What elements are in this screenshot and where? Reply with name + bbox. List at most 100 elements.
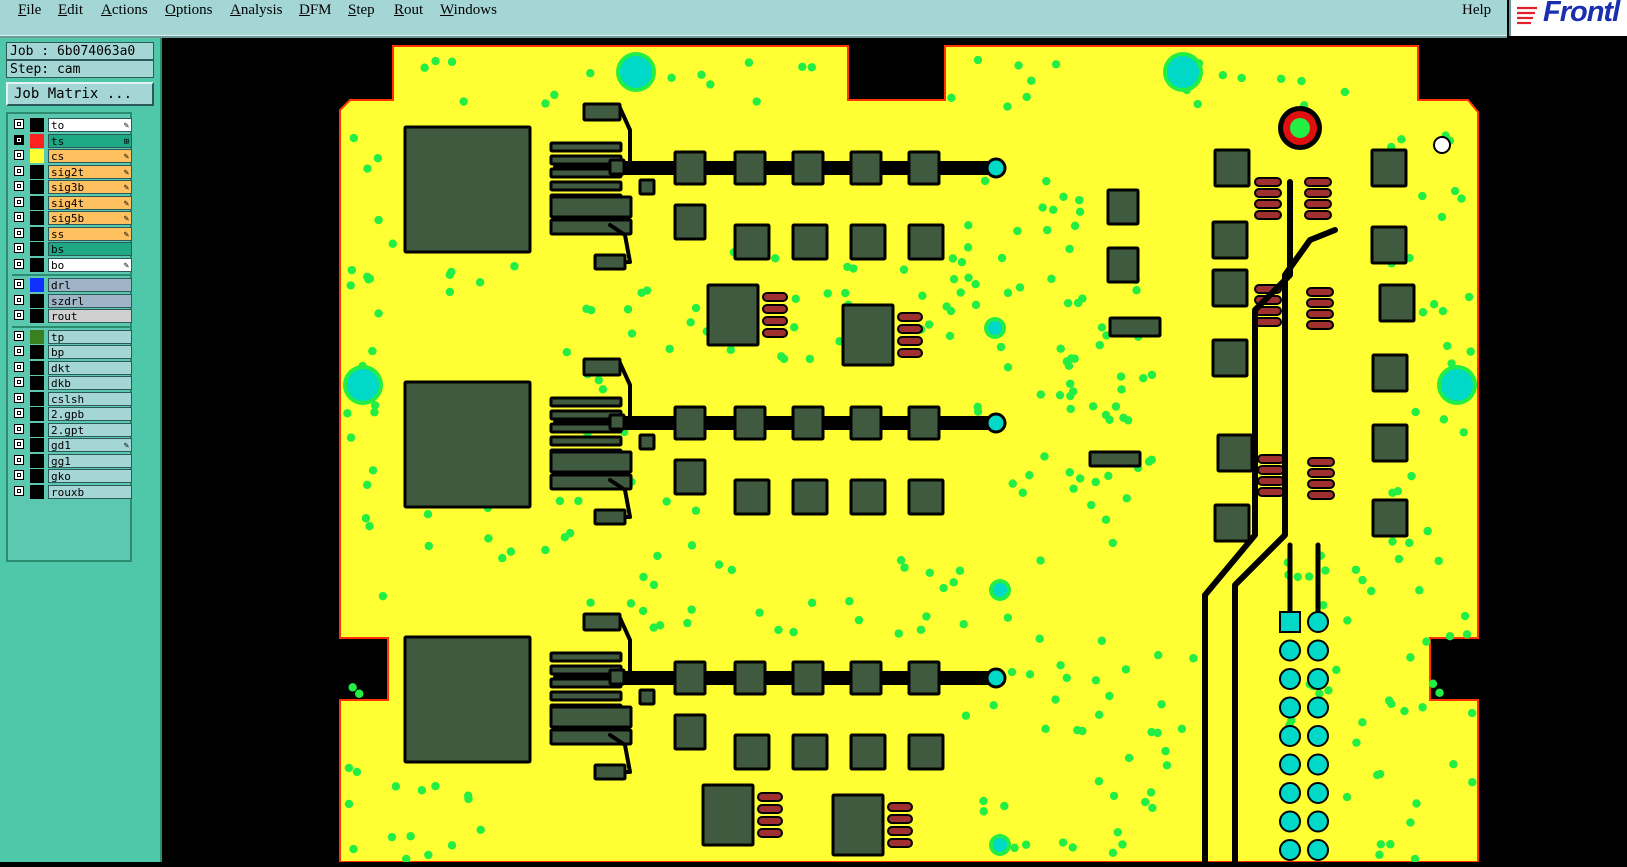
layer-name[interactable]: bp: [48, 345, 132, 359]
layer-checkbox[interactable]: [14, 408, 24, 418]
layer-checkbox[interactable]: [14, 454, 24, 465]
layer-row-cs[interactable]: cs✎: [12, 149, 132, 163]
layer-row-gd1[interactable]: gd1✎: [12, 438, 132, 452]
layer-name[interactable]: bo✎: [48, 257, 132, 272]
layer-checkbox[interactable]: [14, 361, 24, 372]
menu-analysis[interactable]: Analysis: [230, 2, 283, 18]
layer-row-bo[interactable]: bo✎: [12, 257, 132, 272]
layer-name[interactable]: gg1: [48, 453, 132, 468]
layer-checkbox[interactable]: [14, 196, 24, 207]
layer-row-sig5b[interactable]: sig5b✎: [12, 211, 132, 225]
layer-row-sig3b[interactable]: sig3b✎: [12, 180, 132, 194]
layer-color-swatch[interactable]: [30, 360, 44, 375]
menu-edit[interactable]: Edit: [58, 2, 84, 18]
layer-color-swatch[interactable]: [30, 164, 44, 179]
layer-color-swatch[interactable]: [30, 242, 44, 256]
menu-windows[interactable]: Windows: [440, 2, 497, 18]
layer-color-swatch[interactable]: [30, 484, 44, 499]
layer-color-swatch[interactable]: [30, 180, 44, 194]
layer-row-dkt[interactable]: dkt: [12, 360, 132, 375]
layer-name[interactable]: cs✎: [48, 149, 132, 163]
layer-row-szdrl[interactable]: szdrl: [12, 293, 132, 308]
layer-checkbox[interactable]: [14, 134, 24, 145]
layer-color-swatch[interactable]: [30, 309, 44, 323]
layer-row-drl[interactable]: drl: [12, 278, 132, 292]
layer-color-swatch[interactable]: [30, 453, 44, 468]
layer-name[interactable]: gko: [48, 469, 132, 483]
layer-checkbox[interactable]: [14, 330, 24, 341]
layer-color-swatch[interactable]: [30, 422, 44, 437]
menu-rout[interactable]: Rout: [394, 2, 424, 18]
layer-checkbox[interactable]: [14, 310, 24, 320]
layer-name[interactable]: drl: [48, 278, 132, 292]
layer-color-swatch[interactable]: [30, 438, 44, 452]
layer-row-2-gpt[interactable]: 2.gpt: [12, 422, 132, 437]
menu-file[interactable]: File: [18, 2, 42, 18]
layer-row-sig2t[interactable]: sig2t✎: [12, 164, 132, 179]
layer-checkbox[interactable]: [14, 485, 24, 496]
graphics-canvas[interactable]: [162, 38, 1627, 865]
layer-row-ts[interactable]: ts⊞: [12, 133, 132, 148]
layer-name[interactable]: szdrl: [48, 293, 132, 308]
layer-color-swatch[interactable]: [30, 469, 44, 483]
layer-color-swatch[interactable]: [30, 118, 44, 132]
layer-checkbox[interactable]: [14, 346, 24, 356]
layer-checkbox[interactable]: [14, 181, 24, 191]
layer-name[interactable]: cslsh: [48, 391, 132, 406]
layer-color-swatch[interactable]: [30, 293, 44, 308]
layer-row-2-gpb[interactable]: 2.gpb: [12, 407, 132, 421]
layer-color-swatch[interactable]: [30, 391, 44, 406]
layer-color-swatch[interactable]: [30, 257, 44, 272]
layer-name[interactable]: to✎: [48, 118, 132, 132]
layer-color-swatch[interactable]: [30, 226, 44, 241]
layer-checkbox[interactable]: [14, 470, 24, 480]
layer-color-swatch[interactable]: [30, 407, 44, 421]
menu-step[interactable]: Step: [348, 2, 375, 18]
layer-row-gg1[interactable]: gg1: [12, 453, 132, 468]
layer-checkbox[interactable]: [14, 377, 24, 387]
layer-color-swatch[interactable]: [30, 149, 44, 163]
layer-row-cslsh[interactable]: cslsh: [12, 391, 132, 406]
layer-checkbox[interactable]: [14, 279, 24, 289]
layer-checkbox[interactable]: [14, 439, 24, 449]
layer-checkbox[interactable]: [14, 119, 24, 129]
layer-checkbox[interactable]: [14, 150, 24, 160]
layer-row-bp[interactable]: bp: [12, 345, 132, 359]
layer-row-rouxb[interactable]: rouxb: [12, 484, 132, 499]
layer-name[interactable]: rouxb: [48, 484, 132, 499]
layer-row-to[interactable]: to✎: [12, 118, 132, 132]
layer-checkbox[interactable]: [14, 212, 24, 222]
layer-row-sig4t[interactable]: sig4t✎: [12, 195, 132, 210]
layer-row-dkb[interactable]: dkb: [12, 376, 132, 390]
layer-name[interactable]: 2.gpt: [48, 422, 132, 437]
layer-name[interactable]: sig4t✎: [48, 195, 132, 210]
layer-row-bs[interactable]: bs: [12, 242, 132, 256]
layer-row-tp[interactable]: tp: [12, 329, 132, 344]
layer-color-swatch[interactable]: [30, 278, 44, 292]
menu-help[interactable]: Help: [1462, 2, 1492, 18]
layer-name[interactable]: gd1✎: [48, 438, 132, 452]
layer-name[interactable]: sig5b✎: [48, 211, 132, 225]
layer-checkbox[interactable]: [14, 423, 24, 434]
layer-name[interactable]: dkt: [48, 360, 132, 375]
pcb-board-view[interactable]: [162, 38, 1627, 865]
layer-color-swatch[interactable]: [30, 345, 44, 359]
layer-name[interactable]: tp: [48, 329, 132, 344]
layer-row-gko[interactable]: gko: [12, 469, 132, 483]
menu-options[interactable]: Options: [165, 2, 213, 18]
menu-dfm[interactable]: DFM: [299, 2, 332, 18]
job-matrix-button[interactable]: Job Matrix ...: [6, 82, 154, 106]
layer-color-swatch[interactable]: [30, 195, 44, 210]
layer-color-swatch[interactable]: [30, 211, 44, 225]
layer-name[interactable]: ss✎: [48, 226, 132, 241]
layer-name[interactable]: sig2t✎: [48, 164, 132, 179]
layer-name[interactable]: rout: [48, 309, 132, 323]
layer-checkbox[interactable]: [14, 165, 24, 176]
layer-name[interactable]: ts⊞: [48, 133, 132, 148]
layer-checkbox[interactable]: [14, 392, 24, 403]
layer-checkbox[interactable]: [14, 294, 24, 305]
layer-color-swatch[interactable]: [30, 133, 44, 148]
layer-color-swatch[interactable]: [30, 376, 44, 390]
layer-color-swatch[interactable]: [30, 329, 44, 344]
layer-row-ss[interactable]: ss✎: [12, 226, 132, 241]
